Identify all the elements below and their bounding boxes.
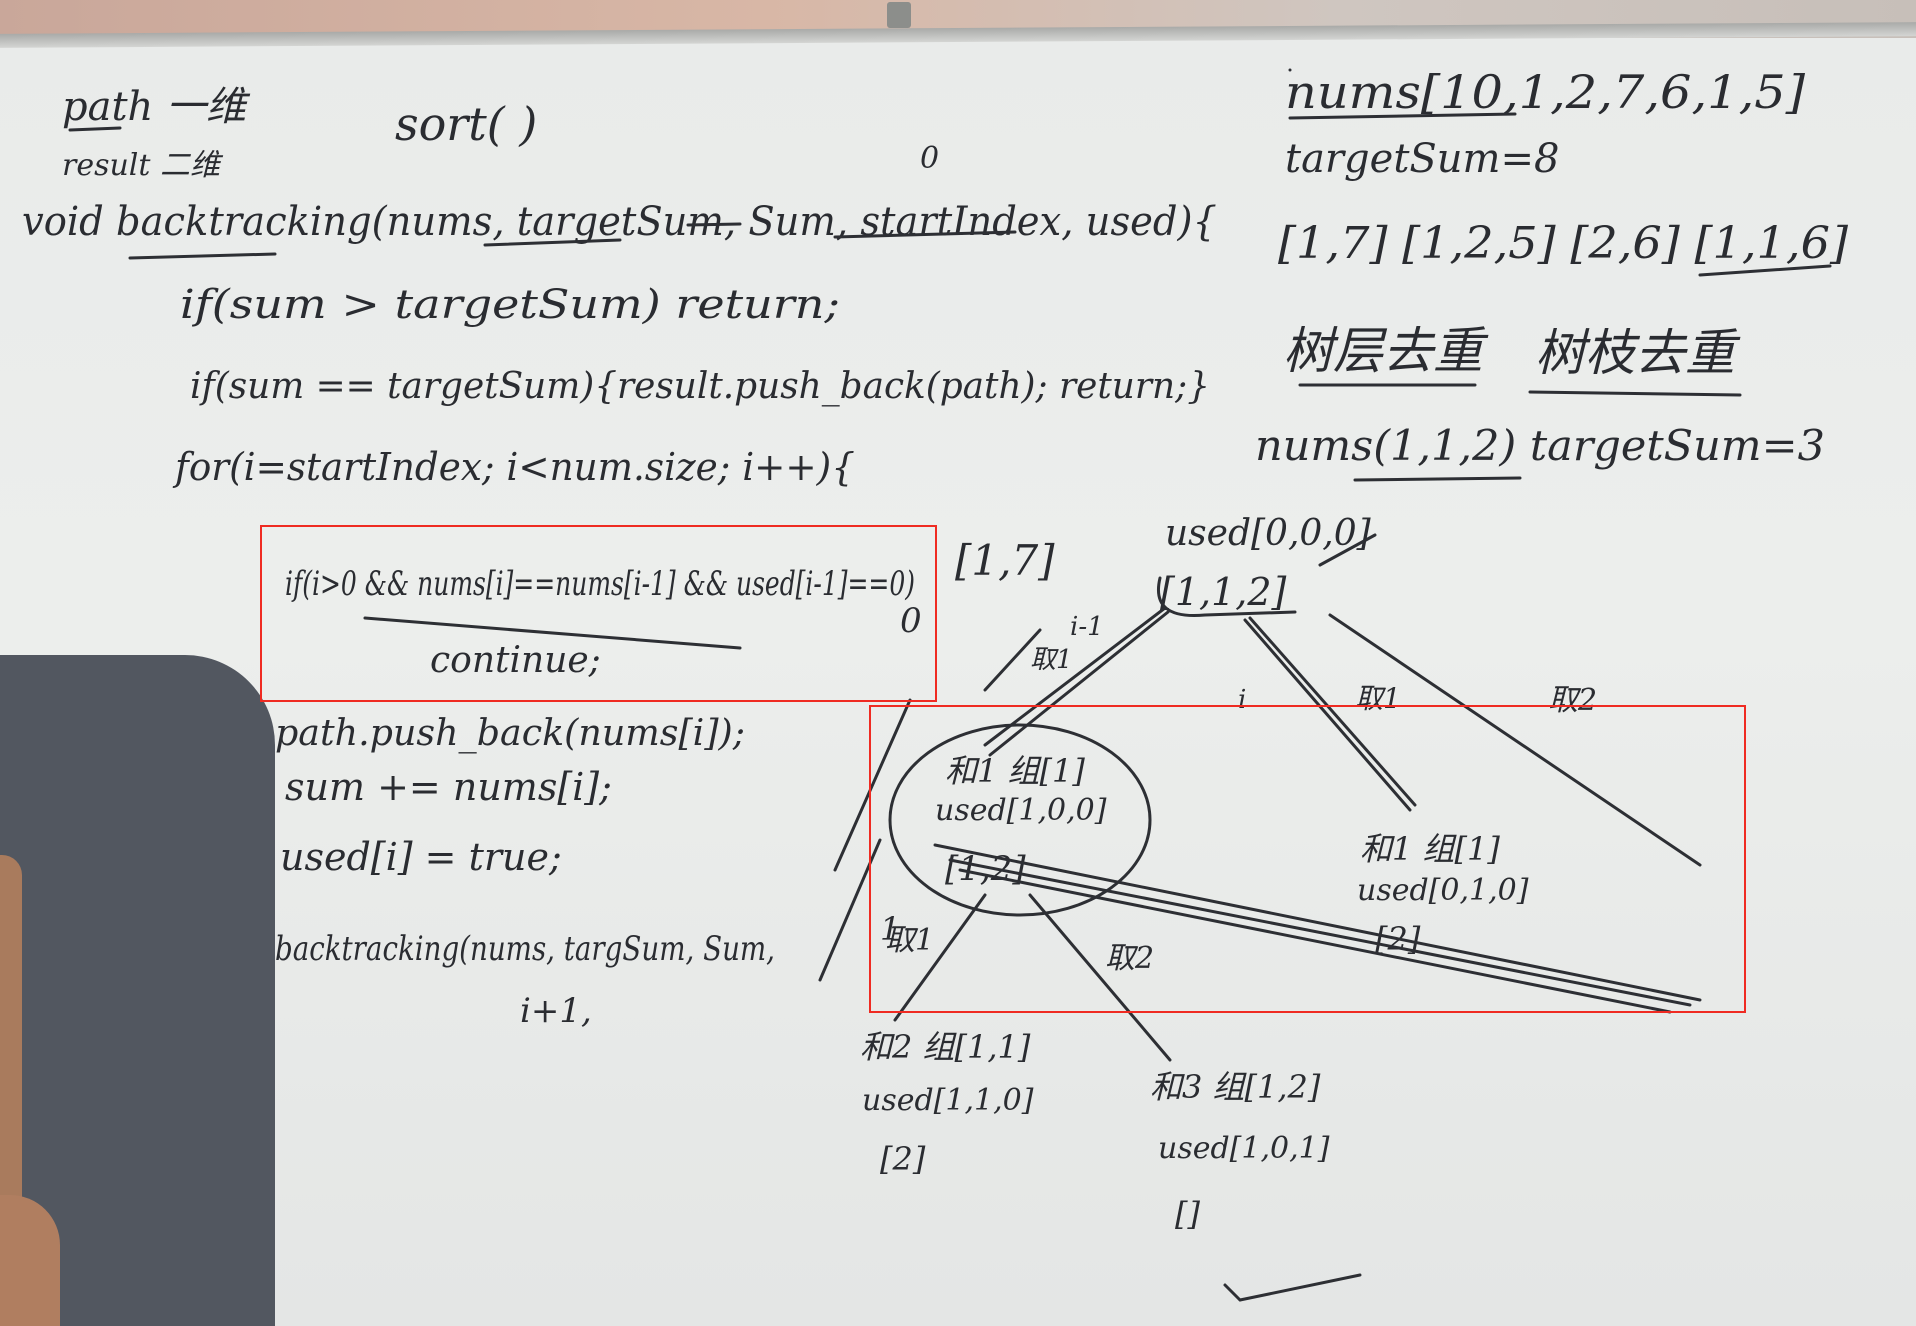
text-mark-i-1: i-1 xyxy=(1070,612,1104,642)
edge-root-to-b xyxy=(1243,618,1412,812)
text-zero: 0 xyxy=(900,601,922,641)
underline xyxy=(833,230,1017,239)
text-dedup-condition: if(i>0 && nums[i]==nums[i-1] && used[i-1… xyxy=(285,564,915,604)
text-recursive-call: backtracking(nums, targSum, Sum, xyxy=(275,929,775,969)
edge-a-to-c xyxy=(893,893,987,1022)
underline xyxy=(1288,112,1517,120)
underline xyxy=(1698,264,1832,277)
underline xyxy=(363,616,742,650)
text-result-combinations: [1,7] [1,2,5] [2,6] [1,1,6] xyxy=(1278,218,1849,269)
text-edge-take-2b: 取2 xyxy=(1105,941,1154,976)
text-function-signature: void backtracking(nums, targetSum, Sum, … xyxy=(22,199,1217,245)
text-edge-take-2: 取2 xyxy=(1548,683,1597,718)
text-sort-zero: 0 xyxy=(920,141,939,176)
strike-stroke xyxy=(933,843,1702,1002)
edge-root-to-c xyxy=(1328,613,1702,867)
text-used-true: used[i] = true; xyxy=(280,835,562,879)
code-underlines xyxy=(68,68,1832,650)
text-if-greater: if(sum > targetSum) return; xyxy=(180,282,840,328)
text-node-d-used: used[1,0,1] xyxy=(1158,1131,1330,1166)
text-node-d-rest: [] xyxy=(1175,1195,1200,1233)
board-clip xyxy=(887,2,911,28)
text-node-b-title: 和1 组[1] xyxy=(1360,830,1500,868)
underline xyxy=(686,222,742,227)
underline xyxy=(128,252,277,260)
text-nums-array: nums[10,1,2,7,6,1,5] xyxy=(1285,65,1805,119)
highlight-box-tree-branch xyxy=(869,705,1746,1013)
text-node-c-title: 和2 组[1,1] xyxy=(860,1028,1031,1066)
text-node-c-rest: [2] xyxy=(880,1140,926,1178)
strike-stroke-2 xyxy=(948,858,1692,1007)
text-continue: continue; xyxy=(430,640,601,681)
underline xyxy=(1528,390,1742,397)
text-if-equal: if(sum == targetSum){result.push_back(pa… xyxy=(190,366,1210,407)
text-example: nums(1,1,2) targetSum=3 xyxy=(1255,421,1825,470)
text-root-nums: [1,1,2] xyxy=(1160,570,1287,614)
text-push-back: path.push_back(nums[i]); xyxy=(275,713,745,754)
text-dedup-branch: 树枝去重 xyxy=(1535,324,1741,382)
text-target-sum: targetSum=8 xyxy=(1285,136,1559,182)
text-node-a-used: used[1,0,0] xyxy=(935,793,1107,828)
text-edge-take-1b: 取1 xyxy=(1355,682,1401,715)
text-edge-take-1: 取1 xyxy=(1030,645,1073,675)
left-stroke xyxy=(833,698,912,872)
text-edge-take-1c: 取1 xyxy=(885,923,934,958)
text-node-d-title: 和3 组[1,2] xyxy=(1150,1068,1321,1106)
underline xyxy=(483,238,622,247)
text-i-plus-1: i+1, xyxy=(520,991,592,1031)
checkmark-stroke xyxy=(1238,1273,1362,1302)
text-dedup-layer: 树层去重 xyxy=(1283,322,1489,380)
root-tick xyxy=(1318,533,1377,567)
text-root-side: [1,7] xyxy=(955,536,1055,585)
edge-root-to-a xyxy=(983,606,1167,747)
text-mark-i: i xyxy=(1238,685,1246,715)
text-sort: sort( ) xyxy=(395,97,537,151)
checkmark-stroke-2 xyxy=(1223,1283,1242,1302)
text-node-a-title: 和1 组[1] xyxy=(945,752,1085,790)
edge-a-to-d xyxy=(1028,893,1172,1062)
text-node-b-used: used[0,1,0] xyxy=(1357,873,1529,908)
edge-root-to-a-2 xyxy=(988,610,1170,757)
text-node-c-used: used[1,1,0] xyxy=(862,1083,1034,1118)
whiteboard xyxy=(0,38,1916,1326)
text-path: path 一维 xyxy=(62,84,251,130)
text-result: result 二维 xyxy=(62,148,224,183)
node-a-circle xyxy=(888,723,1152,917)
edge-hint xyxy=(983,628,1042,692)
text-for-loop: for(i=startIndex; i<num.size; i++){ xyxy=(172,445,855,489)
underline xyxy=(1353,476,1522,482)
root-bracket xyxy=(1157,576,1297,618)
presenter-hand xyxy=(0,1195,60,1326)
text-root-used: used[0,0,0] xyxy=(1165,513,1372,554)
edge-root-to-b-2 xyxy=(1248,616,1417,807)
text-sum-add: sum += nums[i]; xyxy=(285,765,612,809)
tree-edges xyxy=(818,533,1702,1302)
highlight-box-dedup-condition xyxy=(260,525,937,702)
strike-stroke-3 xyxy=(958,868,1672,1014)
text-mark-1: 1 xyxy=(880,910,900,948)
underline xyxy=(68,126,122,132)
